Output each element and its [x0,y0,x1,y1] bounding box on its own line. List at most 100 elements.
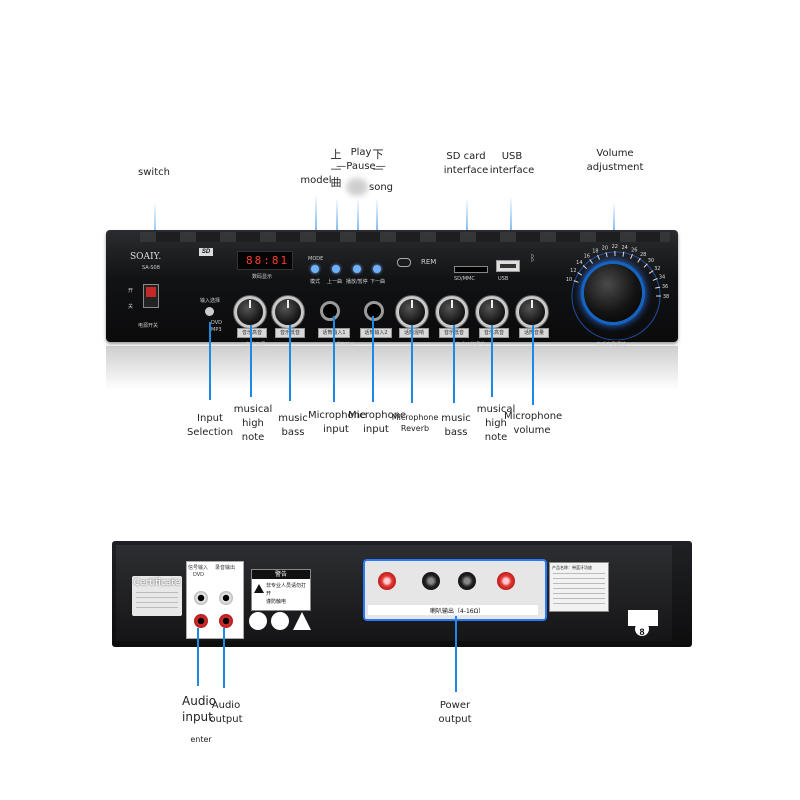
next-song-label: 下 — [372,148,384,175]
volume-scale-tick [573,280,579,283]
audio-output-label: Audio output [209,700,243,725]
musical-high-note-label-1: musical high note [233,404,273,443]
play-pause-label: Play —Pause— [336,147,386,172]
power-switch[interactable] [143,284,159,308]
volume-scale-number: 26 [631,247,637,253]
rca-dvd-label: DVD [193,572,205,578]
bluetooth-icon: ᛒ [530,254,536,264]
volume-scale-number: 14 [576,260,582,266]
certificate-lines [136,592,178,612]
section-music-tone: 音乐音调 [245,342,266,348]
btn-label-next: 下一曲 [370,279,386,285]
volume-scale-number: 32 [654,266,660,272]
usb-label: USB interface [489,151,535,176]
next-song-button[interactable] [373,265,381,273]
music-bass-knob-1[interactable] [272,296,304,328]
input-select-button[interactable] [205,307,214,316]
volume-scale-number: 12 [570,268,576,274]
section-music-effect: 音乐功能调节 [455,342,486,348]
audio-output-right-jack[interactable] [219,614,233,628]
btn-label-prev: 上一曲 [327,279,343,285]
usb-port[interactable] [496,260,520,272]
audio-input-label: Audio input [182,694,217,724]
volume-scale-number: 10 [566,277,572,283]
power-output-pointer [455,616,457,692]
sd-card-slot[interactable] [454,266,488,273]
microphone-input-label-1: Microphone input [308,410,367,435]
volume-knob[interactable] [584,264,642,322]
microphone-reverb-knob[interactable] [396,296,428,328]
ir-receiver-icon [397,258,411,267]
music-treble-knob-2[interactable] [476,296,508,328]
play-pointer [357,200,359,258]
power-off-label: 关 [128,304,134,310]
volume-scale-tick [630,253,633,259]
volume-scale-number: 36 [662,284,668,290]
spec-sticker: 产品名称：带蓝牙功放 [549,562,609,612]
knob-tag-8: 话筒音量 [519,328,549,338]
power-cord-sticker [628,610,658,626]
warning-sticker: 警告 非专业人员请勿打开 谨防触电 [251,569,311,611]
section-mic-input: 话筒输入 [335,342,356,348]
rca-input-cn: 信号输入 [188,565,209,571]
play-pause-button[interactable] [353,265,361,273]
audio-input-left-jack[interactable] [194,591,208,605]
knob-tag-1: 音乐高音 [237,328,267,338]
dvd-label: DVD [211,320,223,326]
input-select-label: 输入选择 [200,298,221,304]
rem-label: REM [421,258,437,266]
audio-output-pointer [223,628,225,688]
power-on-label: 开 [128,288,134,294]
mode-button[interactable] [311,265,319,273]
led-display: 88:81 [237,251,293,270]
volume-scale-tick [605,252,608,258]
warning-triangle-icon [254,584,264,593]
volume-scale-number: 38 [663,294,669,300]
next-pointer [376,200,378,258]
speaker-terminal-l-positive[interactable] [378,572,396,590]
volume-scale-tick [589,259,594,264]
certificate-label: Certificate [133,578,181,588]
treble-1-pointer [250,325,252,397]
certificate-sticker: Certificate [132,576,182,616]
front-panel-reflection [106,346,678,390]
volume-scale-number: 24 [621,245,627,251]
mic-volume-pointer [532,325,534,405]
song-label: song [368,182,393,193]
microphone-jack-1[interactable] [320,301,340,321]
volume-label: Volume adjustment [586,148,644,173]
speaker-terminal-l-negative[interactable] [422,572,440,590]
prev-pointer [336,200,338,258]
music-bass-knob-2[interactable] [436,296,468,328]
microphone-reverb-label: Microphone Reverb [391,413,439,433]
audio-input-right-jack[interactable] [194,614,208,628]
speaker-terminal-r-positive[interactable] [497,572,515,590]
btn-label-play: 播放/暂停 [346,279,368,285]
volume-scale-number: 34 [659,275,665,281]
speaker-terminal-r-negative[interactable] [458,572,476,590]
microphone-volume-knob[interactable] [516,296,548,328]
knob-tag-4: 话筒输入2 [360,328,392,338]
musical-high-note-label-2: musical high note [476,404,516,443]
prev-song-button[interactable] [332,265,340,273]
input-selection-pointer [209,322,211,400]
microphone-jack-2[interactable] [364,301,384,321]
reverb-pointer [411,325,413,403]
knob-tag-7: 音乐高音 [479,328,509,338]
model-label: model [300,175,332,186]
brand-logo: SOAIY. [130,252,162,262]
volume-scale-tick [582,265,588,270]
front-vent [140,232,670,242]
volume-scale-tick [655,286,661,289]
volume-scale-number: 18 [592,248,598,254]
music-bass-label-1: music bass [278,413,308,438]
power-switch-label: 电源开关 [138,323,159,329]
spec-title: 产品名称：带蓝牙功放 [552,565,592,570]
usb-pointer [510,198,512,260]
volume-scale-tick [643,263,648,268]
audio-output-left-jack[interactable] [219,591,233,605]
volume-scale-tick [648,270,654,274]
music-treble-knob-1[interactable] [234,296,266,328]
cert-mark-icon-1 [249,612,267,630]
